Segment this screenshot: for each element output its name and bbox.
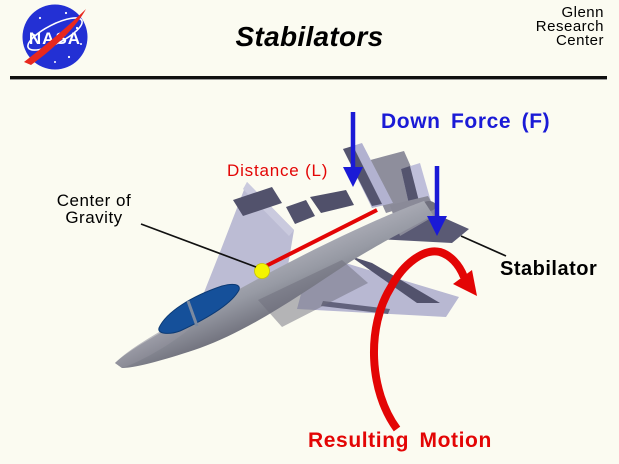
cg-leader-line [140,223,257,268]
logo-swoosh [24,9,86,65]
canopy-frame [186,300,199,327]
fuselage [115,201,433,368]
distance-line [265,208,378,268]
org-name: Glenn Research Center [535,4,604,49]
nasa-meatball-icon: NASA [22,4,88,70]
header-rule [10,76,607,79]
wing-far [203,182,315,301]
canopy [158,283,240,334]
down-force-arrow-2 [427,166,447,236]
resulting-motion-arrow [369,247,477,432]
center-of-gravity-line-2: Gravity [65,207,123,227]
page-title: Stabilators [235,21,384,52]
resulting-motion-label: Resulting Motion [308,429,492,452]
center-of-gravity-line-1: Center of [56,191,132,210]
down-force-label: Down Force (F) [381,110,551,133]
nasa-logo: NASA [22,4,88,71]
org-line-1: Glenn [561,4,604,21]
stabilator-far-surface [310,190,354,213]
engine-intake-shading [258,260,368,327]
logo-stars [33,11,82,63]
center-of-gravity-label: Center of Gravity [38,191,150,227]
distance-label: Distance (L) [227,161,329,180]
stabilator-leader-line [460,235,507,257]
down-force-arrow-1 [343,112,363,187]
logo-orbit [27,17,83,51]
cg-marker [254,263,270,279]
stabilator-label: Stabilator [500,258,598,280]
org-line-3: Center [555,31,604,49]
org-line-2: Research [535,17,604,35]
